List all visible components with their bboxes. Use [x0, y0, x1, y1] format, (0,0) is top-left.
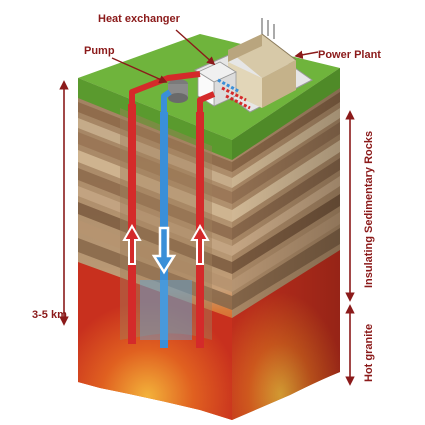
surface-plant: [129, 18, 313, 113]
up-arrow-icon: [190, 223, 210, 265]
fracture-zone: [140, 280, 192, 340]
hot-granite-label: Hot granite: [363, 324, 375, 382]
surface-pipes: [129, 71, 251, 112]
power-plant-label: Power Plant: [318, 49, 381, 61]
pump-label: Pump: [84, 45, 115, 57]
front-strata-bands: [78, 102, 232, 310]
leader-lines: [111, 29, 319, 84]
power-plant-building: [228, 18, 297, 108]
depth-label: 3-5 km: [32, 309, 67, 321]
pump-unit: [168, 79, 188, 103]
heat-exchanger-label: Heat exchanger: [98, 13, 181, 25]
up-arrow-icon: [122, 223, 142, 265]
wells: [122, 104, 210, 348]
insulating-rocks-label: Insulating Sedimentary Rocks: [363, 131, 375, 288]
power-plant-chimneys: [261, 18, 275, 39]
down-arrow-icon: [151, 226, 177, 275]
hot-granite-front: [78, 262, 232, 420]
